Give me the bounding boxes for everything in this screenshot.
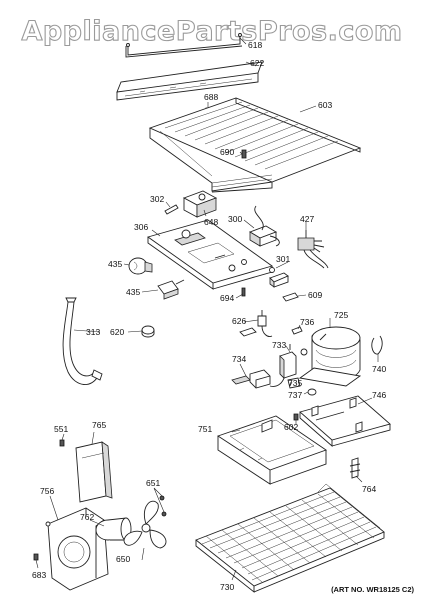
callout-609: 609 bbox=[308, 290, 322, 300]
callout-735: 735 bbox=[288, 378, 302, 388]
part-panel-765 bbox=[75, 441, 113, 503]
part-screw-683 bbox=[33, 553, 39, 561]
part-screw-602 bbox=[293, 413, 299, 421]
callout-622: 622 bbox=[250, 58, 264, 68]
callout-551: 551 bbox=[54, 424, 68, 434]
callout-736: 736 bbox=[300, 317, 314, 327]
part-screw-690 bbox=[241, 149, 247, 159]
part-cover-735 bbox=[287, 377, 301, 389]
callout-730: 730 bbox=[220, 582, 234, 592]
callout-733: 733 bbox=[272, 340, 286, 350]
part-overload-626 bbox=[239, 310, 273, 337]
callout-602: 602 bbox=[284, 422, 298, 432]
callout-603: 603 bbox=[318, 100, 332, 110]
callout-648: 648 bbox=[204, 217, 218, 227]
watermark-logo: AppliancePartsPros.com bbox=[21, 16, 402, 47]
part-grommet-737 bbox=[307, 388, 317, 396]
callout-756: 756 bbox=[40, 486, 54, 496]
callout-labels: 618 622 688 603 690 302 648 300 427 306 … bbox=[32, 40, 386, 592]
part-cover-603 bbox=[148, 97, 362, 193]
part-screw-694 bbox=[241, 287, 246, 297]
part-motor-762 bbox=[95, 517, 132, 541]
part-pin-302 bbox=[164, 204, 179, 215]
part-screws-651 bbox=[159, 495, 167, 517]
art-number: (ART NO. WR18125 C2) bbox=[331, 585, 414, 594]
part-relay-733 bbox=[269, 344, 297, 387]
callout-618: 618 bbox=[248, 40, 262, 50]
callout-427: 427 bbox=[300, 214, 314, 224]
part-fan-blade-650 bbox=[123, 500, 167, 549]
callout-751: 751 bbox=[198, 424, 212, 434]
callout-302: 302 bbox=[150, 194, 164, 204]
callout-435b: 435 bbox=[126, 287, 140, 297]
part-clip-609 bbox=[282, 292, 299, 302]
part-socket-435 bbox=[157, 279, 185, 300]
part-plate-746 bbox=[299, 395, 391, 447]
part-condenser-730 bbox=[195, 483, 385, 593]
part-channel-622 bbox=[116, 61, 263, 101]
part-compressor-725 bbox=[298, 326, 362, 387]
part-rod-618 bbox=[125, 33, 243, 58]
part-bulb-435 bbox=[128, 257, 153, 275]
callout-300: 300 bbox=[228, 214, 242, 224]
part-screw-551 bbox=[59, 439, 65, 447]
callout-725: 725 bbox=[334, 310, 348, 320]
part-housing-306 bbox=[146, 219, 274, 290]
callout-746: 746 bbox=[372, 390, 386, 400]
callout-650: 650 bbox=[116, 554, 130, 564]
callout-688: 688 bbox=[204, 92, 218, 102]
part-bracket-734 bbox=[231, 369, 271, 389]
part-link-764 bbox=[349, 457, 361, 479]
part-clip-736 bbox=[291, 326, 303, 335]
callout-762: 762 bbox=[80, 512, 94, 522]
callout-651: 651 bbox=[146, 478, 160, 488]
part-control-648 bbox=[182, 190, 218, 218]
callout-620: 620 bbox=[110, 327, 124, 337]
callout-694: 694 bbox=[220, 293, 234, 303]
callout-764: 764 bbox=[362, 484, 376, 494]
leader-lines bbox=[35, 37, 379, 581]
callout-765: 765 bbox=[92, 420, 106, 430]
callout-734: 734 bbox=[232, 354, 246, 364]
part-grommet-620 bbox=[141, 325, 155, 338]
part-connector-427 bbox=[297, 230, 329, 269]
part-switch-301 bbox=[269, 267, 289, 288]
part-thermostat-300 bbox=[248, 205, 280, 247]
part-pan-751 bbox=[216, 415, 327, 485]
callout-683: 683 bbox=[32, 570, 46, 580]
callout-435a: 435 bbox=[108, 259, 122, 269]
part-tube-313 bbox=[62, 297, 103, 385]
callout-626: 626 bbox=[232, 316, 246, 326]
callout-301: 301 bbox=[276, 254, 290, 264]
callout-690: 690 bbox=[220, 147, 234, 157]
callout-313: 313 bbox=[86, 327, 100, 337]
part-shroud-756 bbox=[45, 507, 109, 591]
callout-306: 306 bbox=[134, 222, 148, 232]
callout-737: 737 bbox=[288, 390, 302, 400]
part-clip-740 bbox=[371, 335, 383, 355]
callout-740: 740 bbox=[372, 364, 386, 374]
